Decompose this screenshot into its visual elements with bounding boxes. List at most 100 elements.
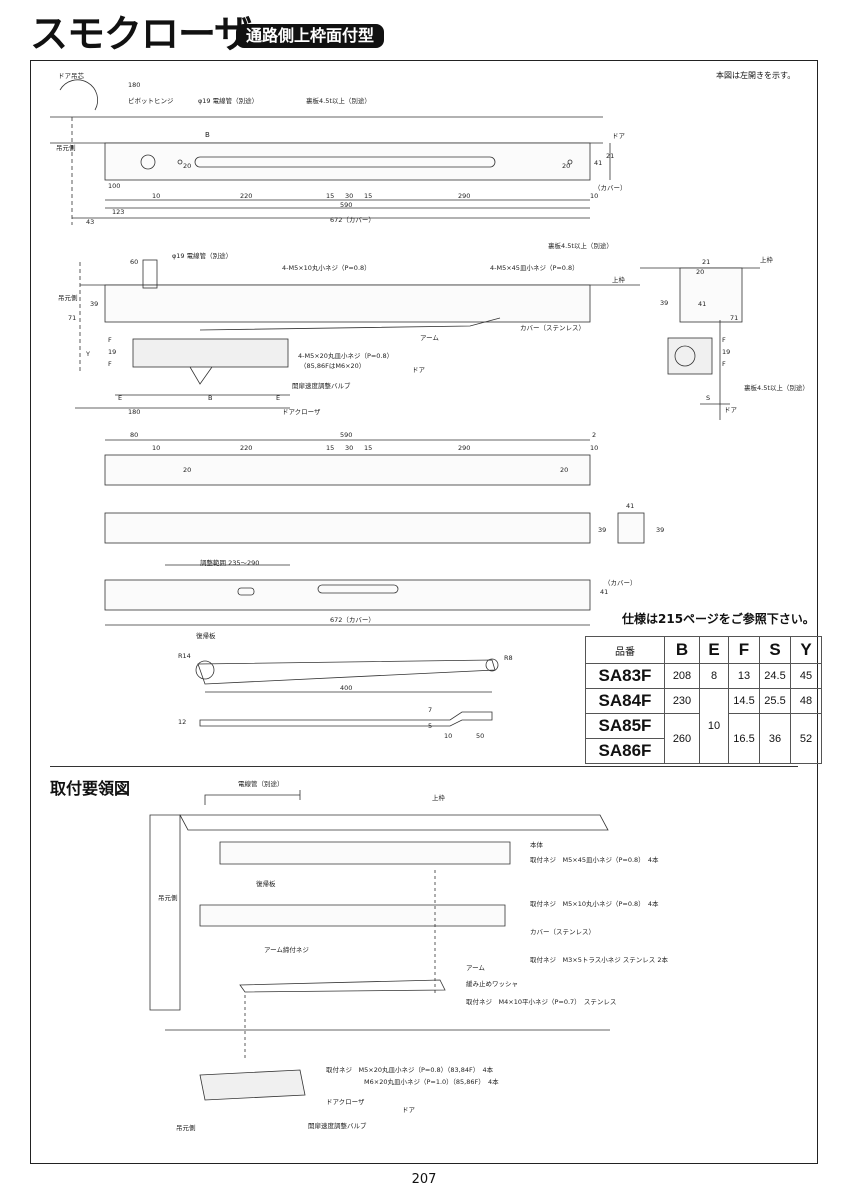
spec-model: SA85F [585,713,665,739]
label-inst-conduit: 電線管（別途） [238,779,284,788]
label-side-180: 180 [128,408,140,416]
label-top-b: B [205,131,210,139]
left-hand-note: 本図は左開きを示す。 [716,71,796,80]
label-side-f1: F [108,336,112,344]
section-divider [50,766,798,767]
label-body-590: 590 [340,431,352,439]
label-top-123: 123 [112,208,124,216]
spec-model: SA86F [585,738,665,764]
label-top-conduit: φ19 電線管（別途） [198,96,258,105]
label-side-m5x10: 4-M5×10丸小ネジ（P=0.8） [282,263,371,272]
label-side-b: B [208,394,212,402]
spec-table: 品番 B E F S Y SA83F 208 8 13 24.5 45 SA84… [585,636,822,764]
label-end-20: 20 [696,268,704,276]
spec-s: 36 [759,713,791,764]
label-end-f2: F [722,360,726,368]
label-top-20a: 20 [183,162,191,170]
label-body-10: 10 [152,444,160,452]
label-arm-400: 400 [340,684,352,692]
label-side-60: 60 [130,258,138,266]
spec-b: 208 [664,663,700,689]
label-side-frame: 上枠 [612,275,626,284]
label-side-conduit: φ19 電線管（別途） [172,251,232,260]
label-body-15b: 15 [364,444,372,452]
label-end-door: ドア [724,406,738,414]
label-inst-return-plate: 復帰板 [256,879,276,888]
spec-y: 45 [790,663,822,689]
label-inst-washer: 緩み止めワッシャ [466,979,518,988]
label-arm-10: 10 [444,732,452,740]
label-body-10b: 10 [590,444,598,452]
label-top-door: ドア [612,132,626,140]
label-top-pivot-hinge: ピボットヒンジ [128,97,174,105]
spec-y: 52 [790,713,822,764]
spec-header-b: B [664,636,700,664]
install-section-title: 取付要領図 [50,779,131,798]
label-body-15a: 15 [326,444,334,452]
mount-type-badge: 通路側上枠面付型 [236,24,385,48]
spec-model: SA83F [585,663,665,689]
label-body-80: 80 [130,431,138,439]
label-top-backplate: 裏板4.5t以上（別途） [306,96,371,105]
spec-s: 24.5 [759,663,791,689]
label-inst-hinge-side-2: 吊元側 [176,1124,196,1132]
label-side-closer: ドアクローザ [282,408,321,416]
spec-row: SA86F [585,738,822,764]
label-body-290: 290 [458,444,470,452]
label-inst-m4x10: 取付ネジ M4×10平小ネジ（P=0.7） ステンレス [466,997,616,1006]
label-arm-7: 7 [428,706,432,714]
label-side-m5x20: 4-M5×20丸皿小ネジ（P=0.8） [298,351,393,360]
label-body-20a: 20 [183,466,191,474]
label-inst-frame: 上枠 [432,793,446,802]
label-end-s: S [706,394,710,402]
label-side-m6x20: （85,86FはM6×20） [300,362,365,370]
label-end-21: 21 [702,258,710,266]
label-arm-r14: R14 [178,652,191,660]
label-top-20b: 20 [562,162,570,170]
label-top-30: 30 [345,192,353,200]
spec-f: 13 [728,663,760,689]
label-inst-door: ドア [402,1106,416,1114]
label-body-20b: 20 [560,466,568,474]
label-side-hinge-side: 吊元側 [58,294,78,302]
label-body-2: 2 [592,431,596,439]
label-body-39a: 39 [598,526,606,534]
label-inst-valve: 開扉速度調整バルブ [308,1121,367,1130]
label-inst-m3x5: 取付ネジ M3×5トラス小ネジ ステンレス 2本 [530,955,668,964]
label-inst-m5x45: 取付ネジ M5×45皿小ネジ（P=0.8） 4本 [530,855,659,864]
label-top-cover: （カバー） [594,184,627,192]
label-side-f2: F [108,360,112,368]
label-inst-m6x20: M6×20丸皿小ネジ（P=1.0）（85,86F） 4本 [364,1077,499,1086]
label-top-41: 41 [594,159,602,167]
label-inst-m5x20: 取付ネジ M5×20丸皿小ネジ（P=0.8）（83,84F） 4本 [326,1065,494,1074]
label-inst-closer: ドアクローザ [326,1098,365,1106]
label-body-return-plate: 復帰板 [196,631,216,640]
label-top-290: 290 [458,192,470,200]
spec-row: SA84F 230 10 14.5 25.5 48 [585,688,822,764]
spec-header-model: 品番 [585,636,665,664]
spec-row: SA83F 208 8 13 24.5 45 [585,663,822,689]
label-body-39b: 39 [656,526,664,534]
spec-header-y: Y [790,636,822,664]
label-inst-arm: アーム [466,964,485,972]
label-side-m5x45: 4-M5×45皿小ネジ（P=0.8） [490,263,579,272]
label-top-15b: 15 [364,192,372,200]
label-body-672: 672（カバー） [330,616,375,624]
label-body-cover: （カバー） [604,579,637,587]
label-end-19: 19 [722,348,730,356]
label-top-672: 672（カバー） [330,216,375,224]
spec-y: 48 [790,688,822,714]
label-arm-12: 12 [178,718,186,726]
label-end-f1: F [722,336,726,344]
drawing-frame [30,60,818,1164]
label-top-180: 180 [128,81,140,89]
spec-model: SA84F [585,688,665,714]
label-side-71: 71 [68,314,76,322]
spec-s: 25.5 [759,688,791,714]
label-body-41: 41 [626,502,634,510]
spec-f: 14.5 [728,688,760,714]
label-body-adjust: 調整範囲 235～290 [200,558,259,567]
label-arm-r8: R8 [504,654,513,662]
spec-e: 10 [699,688,729,764]
